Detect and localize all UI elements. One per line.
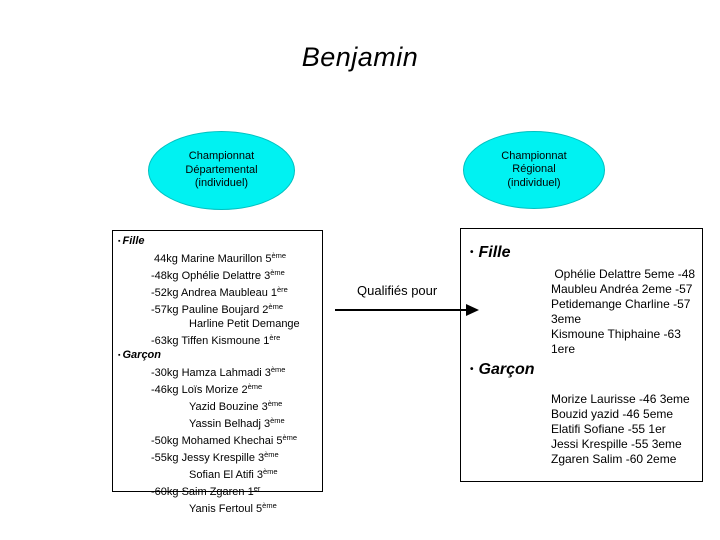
result-line: Ophélie Delattre 5eme -48 xyxy=(551,267,696,281)
result-line: -50kg Mohamed Khechai 5ème xyxy=(151,433,298,447)
section-header: • Garçon xyxy=(470,361,698,379)
ellipse-text-line: (individuel) xyxy=(507,176,561,189)
result-line: -48kg Ophélie Delattre 3ème xyxy=(151,268,285,282)
section-header: ▪Fille xyxy=(118,234,320,249)
ellipse-text-line: Championnat xyxy=(501,149,567,162)
ellipse-text-line: Régional xyxy=(512,163,556,176)
ellipse-text-line: Championnat xyxy=(188,150,255,163)
result-line: Petidemange Charline -57 xyxy=(551,297,691,311)
regional-championship-ellipse: Championnat Régional (individuel) xyxy=(463,131,605,209)
bullet-icon: ▪ xyxy=(118,238,121,245)
result-line: Zgaren Salim -60 2eme xyxy=(551,452,677,466)
section-header-label: Fille xyxy=(122,235,145,247)
result-line: -63kg Tiffen Kismoune 1ère xyxy=(151,333,281,347)
result-line: 44kg Marine Maurillon 5ème xyxy=(151,251,287,265)
result-line: Harline Petit Demange xyxy=(189,318,300,330)
result-line: Yazid Bouzine 3ème xyxy=(189,399,283,413)
result-line: -60kg Saim Zgaren 1er xyxy=(151,484,261,498)
result-line: -57kg Pauline Boujard 2ème xyxy=(151,302,284,316)
bullet-icon: ▪ xyxy=(118,352,121,359)
section-header: ▪Garçon xyxy=(118,348,320,363)
result-line: Bouzid yazid -46 5eme xyxy=(551,407,674,421)
result-line: Jessi Krespille -55 3eme xyxy=(551,437,682,451)
result-line: Yanis Fertoul 5ème xyxy=(189,501,277,515)
section-header-label: Garçon xyxy=(478,361,535,378)
result-line: Sofian El Atifi 3ème xyxy=(189,467,278,481)
result-line: Morize Laurisse -46 3eme xyxy=(551,392,690,406)
result-line: 3eme xyxy=(551,312,582,326)
arrow-label: Qualifiés pour xyxy=(357,283,438,298)
qualification-arrow-head-icon xyxy=(466,304,479,316)
result-line: Elatifi Sofiane -55 1er xyxy=(551,422,666,436)
result-line: -46kg Loïs Morize 2ème xyxy=(151,382,263,396)
result-line: -30kg Hamza Lahmadi 3ème xyxy=(151,365,286,379)
ellipse-text-line: Départemental xyxy=(185,163,258,176)
result-line: 1ere xyxy=(551,342,576,356)
result-line: Yassin Belhadj 3ème xyxy=(189,416,285,430)
result-line: Maubleu Andréa 2eme -57 xyxy=(551,282,693,296)
section-header: • Fille xyxy=(470,244,698,262)
bullet-icon: • xyxy=(470,247,474,258)
departmental-results-box: ▪Fille 44kg Marine Maurillon 5ème-48kg O… xyxy=(112,230,323,515)
qualification-arrow-line xyxy=(335,309,468,311)
slide-title: Benjamin xyxy=(301,42,419,72)
section-header-label: Garçon xyxy=(122,349,161,361)
result-line: Kismoune Thiphaine -63 xyxy=(551,327,681,341)
result-line: -52kg Andrea Maubleau 1ère xyxy=(151,285,288,299)
bullet-icon: • xyxy=(470,364,474,375)
section-header-label: Fille xyxy=(478,244,511,261)
result-line: -55kg Jessy Krespille 3ème xyxy=(151,450,279,464)
departmental-championship-ellipse: Championnat Départemental (individuel) xyxy=(148,131,295,210)
ellipse-text-line: (individuel) xyxy=(194,177,249,190)
